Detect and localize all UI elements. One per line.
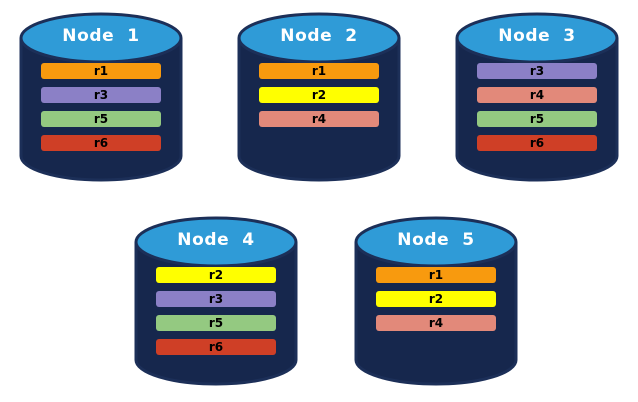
node-label: Node 2 <box>280 26 358 46</box>
shard-bar-r1[interactable]: r1 <box>259 63 379 79</box>
shard-bar-r3[interactable]: r3 <box>477 63 597 79</box>
node-label: Node 5 <box>397 230 475 250</box>
shard-bar-r1[interactable]: r1 <box>376 267 496 283</box>
shard-bar-r4[interactable]: r4 <box>477 87 597 103</box>
shard-list: r1 r2 r4 <box>345 267 527 339</box>
shard-bar-r6[interactable]: r6 <box>156 339 276 355</box>
shard-bar-r3[interactable]: r3 <box>41 87 161 103</box>
shard-list: r2 r3 r5 r6 <box>125 267 307 363</box>
shard-bar-r4[interactable]: r4 <box>376 315 496 331</box>
node-label: Node 3 <box>498 26 576 46</box>
shard-bar-r1[interactable]: r1 <box>41 63 161 79</box>
database-node-4[interactable]: Node 4 r2 r3 r5 r6 <box>125 212 307 390</box>
shard-list: r1 r3 r5 r6 <box>10 63 192 159</box>
database-node-1[interactable]: Node 1 r1 r3 r5 r6 <box>10 8 192 186</box>
shard-list: r1 r2 r4 <box>228 63 410 135</box>
shard-bar-r2[interactable]: r2 <box>259 87 379 103</box>
shard-bar-r5[interactable]: r5 <box>156 315 276 331</box>
shard-bar-r3[interactable]: r3 <box>156 291 276 307</box>
shard-bar-r2[interactable]: r2 <box>376 291 496 307</box>
shard-bar-r4[interactable]: r4 <box>259 111 379 127</box>
shard-bar-r2[interactable]: r2 <box>156 267 276 283</box>
shard-bar-r5[interactable]: r5 <box>41 111 161 127</box>
database-node-2[interactable]: Node 2 r1 r2 r4 <box>228 8 410 186</box>
node-label: Node 1 <box>62 26 140 46</box>
node-label: Node 4 <box>177 230 255 250</box>
shard-bar-r6[interactable]: r6 <box>477 135 597 151</box>
shard-bar-r5[interactable]: r5 <box>477 111 597 127</box>
shard-bar-r6[interactable]: r6 <box>41 135 161 151</box>
shard-list: r3 r4 r5 r6 <box>446 63 628 159</box>
database-node-3[interactable]: Node 3 r3 r4 r5 r6 <box>446 8 628 186</box>
database-node-5[interactable]: Node 5 r1 r2 r4 <box>345 212 527 390</box>
